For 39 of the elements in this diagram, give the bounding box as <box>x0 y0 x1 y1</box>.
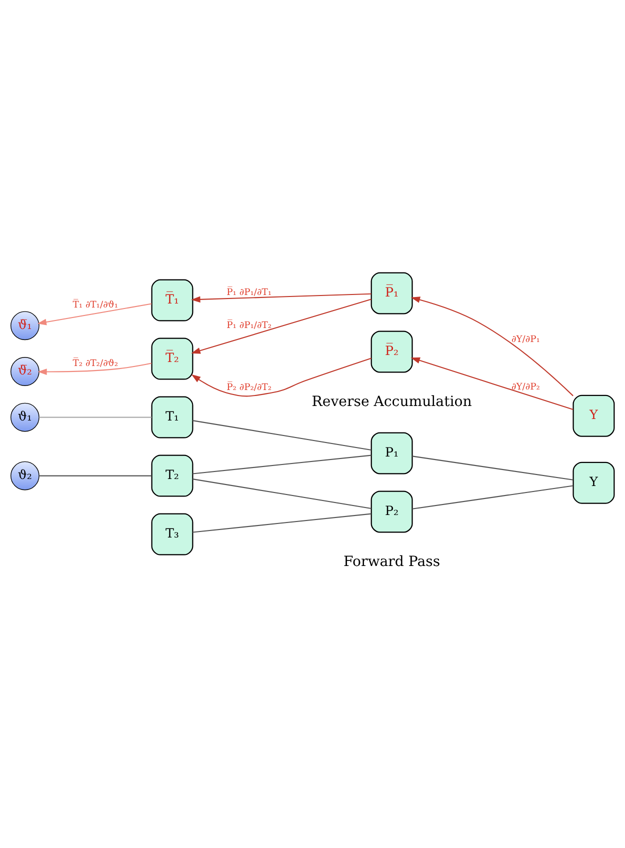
node-box: T̅₁ <box>151 279 194 322</box>
label: Reverse Accumulation <box>312 394 472 410</box>
connector <box>192 513 372 533</box>
arrow <box>191 358 372 397</box>
node-circle: ϑ̅₂ <box>10 357 40 386</box>
node-box: P̅₂ <box>370 330 413 373</box>
label: Forward Pass <box>344 554 440 570</box>
edge-label: P̅₁ ∂P₁/∂T₁ <box>226 286 272 298</box>
edge-label: ∂Y/∂P₂ <box>511 381 540 392</box>
node-box: P̅₁ <box>370 272 413 314</box>
arrow <box>38 362 152 375</box>
arrow <box>191 298 372 354</box>
edge-label: T̅₁ ∂T₁/∂ϑ₁ <box>72 300 118 311</box>
arrow <box>410 357 574 410</box>
node-box: T̅₂ <box>151 338 194 380</box>
connector <box>39 416 152 418</box>
connector <box>192 478 372 509</box>
arrow <box>37 303 152 326</box>
connector <box>412 456 574 480</box>
node-circle: ϑ̅₁ <box>10 311 40 340</box>
connector <box>192 420 372 450</box>
edge-label: T̅₂ ∂T₂/∂ϑ₂ <box>72 358 118 370</box>
node-box: T₂ <box>151 454 194 497</box>
node-box: P₁ <box>370 432 413 474</box>
node-box: Y <box>572 394 615 437</box>
edge-label: ∂Y/∂P₁ <box>511 334 540 346</box>
connector <box>412 485 574 510</box>
node-box: Y <box>572 462 615 504</box>
node-circle: ϑ₂ <box>10 461 40 490</box>
node-box: T₃ <box>151 513 194 556</box>
connector <box>192 454 372 474</box>
edge-label: P̅₂ ∂P₂/∂T₂ <box>226 382 272 394</box>
node-box: T₁ <box>151 396 194 438</box>
arrow <box>410 296 574 396</box>
edge-label: P̅₁ ∂P₁/∂T₂ <box>226 320 272 332</box>
node-box: P₂ <box>370 490 413 533</box>
node-circle: ϑ₁ <box>10 402 40 432</box>
connector <box>39 475 152 476</box>
arrow <box>191 293 372 303</box>
